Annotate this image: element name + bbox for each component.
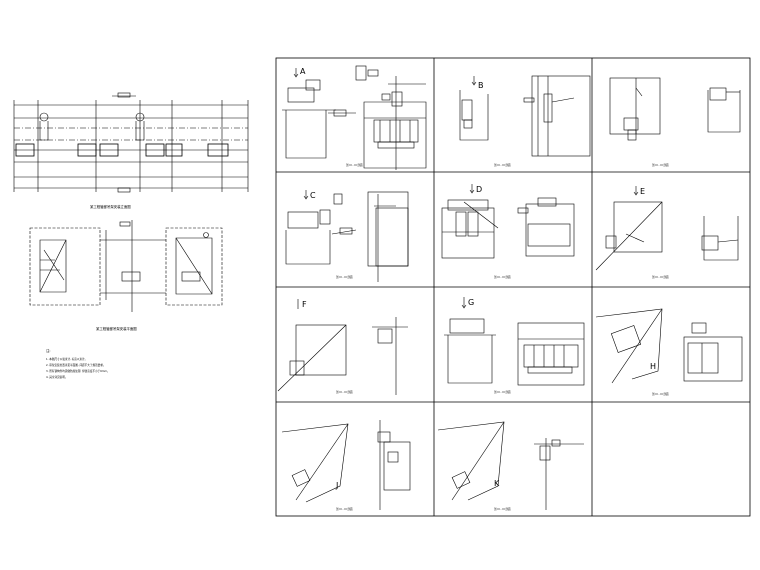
panel-caption: 剖 III - III 剖面 — [336, 507, 353, 511]
detail-panel-b: B 剖 III - III 剖面 — [459, 75, 591, 167]
panel-caption: 剖 III - III 剖面 — [494, 390, 511, 394]
detail-panel-h: H 剖 III - III 剖面 — [595, 308, 743, 396]
notes-block: 注: 1. 本图尺寸以毫米计, 标高以米计。 2. 吊架安装位置详见平面图, 间… — [46, 348, 110, 379]
left-elevation-caption: 某工程管廊吊架安装立面图 — [90, 204, 131, 209]
detail-panel-c: C 剖 III - III 剖面 — [285, 190, 409, 282]
detail-panel-e: E 剖 III - III 剖面 — [595, 186, 739, 279]
detail-panel-d: D 剖 III - III 剖面 — [441, 184, 575, 279]
detail-panel-k: K 剖 III - III 剖面 — [437, 421, 584, 511]
panel-letter: A — [300, 67, 306, 76]
notes-line: 注: — [46, 348, 51, 353]
panel-caption: 剖 III - III 剖面 — [652, 392, 669, 396]
panel-letter: D — [476, 185, 482, 194]
panel-letter: F — [302, 300, 307, 309]
panel-caption: 剖 III - III 剖面 — [652, 163, 669, 167]
panel-letter: J — [335, 481, 338, 490]
notes-line: 2. 吊架安装位置详见平面图, 间距不大于规范要求。 — [46, 363, 105, 367]
detail-panel-g: G 剖 III - III 剖面 — [444, 297, 585, 394]
detail-panel-3: 剖 III - III 剖面 — [609, 77, 741, 167]
detail-panel-f: F 剖 III - III 剖面 — [277, 299, 408, 395]
panel-letter: K — [494, 479, 500, 488]
panel-letter: G — [468, 298, 474, 307]
panel-letter: C — [310, 191, 316, 200]
panel-letter: B — [478, 81, 484, 90]
notes-line: 4. 其余详见说明。 — [46, 375, 67, 379]
left-plan-caption: 某工程管廊吊架安装平面图 — [96, 326, 137, 331]
panel-caption: 剖 III - III 剖面 — [494, 163, 511, 167]
panel-letter: E — [640, 187, 645, 196]
notes-line: 1. 本图尺寸以毫米计, 标高以米计。 — [46, 357, 87, 361]
panel-caption: 剖 III - III 剖面 — [494, 507, 511, 511]
panel-letter: H — [650, 362, 656, 371]
panel-caption: 剖 III - III 剖面 — [652, 275, 669, 279]
detail-panel-a: A 剖 III - III 剖面 — [282, 65, 427, 170]
panel-caption: 剖 III - III 剖面 — [336, 275, 353, 279]
detail-grid-frame — [275, 57, 751, 517]
panel-caption: 剖 III - III 剖面 — [346, 163, 363, 167]
detail-panel-j: J 剖 III - III 剖面 — [281, 420, 411, 511]
left-plan-drawing — [29, 220, 223, 312]
left-elevation-drawing — [13, 92, 249, 193]
panel-caption: 剖 III - III 剖面 — [494, 275, 511, 279]
notes-line: 3. 所有钢构件均需做防腐处理, 焊缝高度不小于6mm。 — [46, 369, 110, 373]
panel-caption: 剖 III - III 剖面 — [336, 390, 353, 394]
